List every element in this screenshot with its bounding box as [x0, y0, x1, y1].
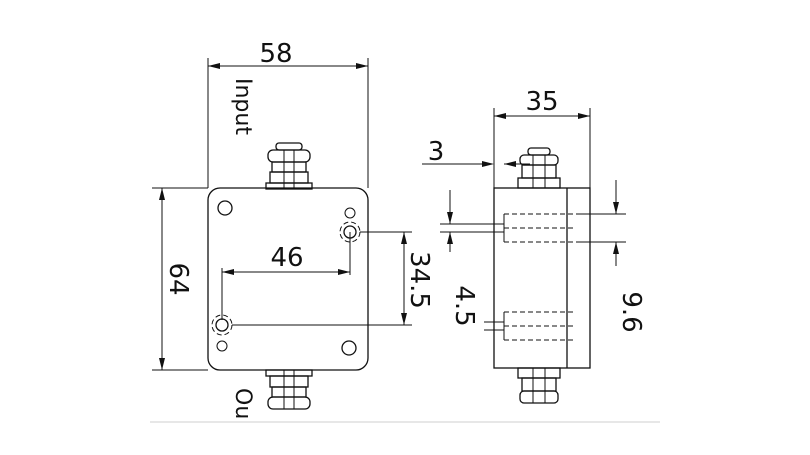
dimension-hole-spacing-y-label: 34.5 — [404, 251, 434, 309]
mount-hole-bottom-right — [341, 340, 357, 356]
dimension-width-label: 58 — [259, 39, 292, 69]
side-lower-boss-hidden — [484, 311, 576, 341]
dimension-width-58: 58 — [207, 39, 369, 188]
dimension-hole-spacing-x-label: 46 — [270, 243, 303, 273]
mount-hole-top-left — [217, 200, 233, 216]
dimension-wall-3: 3 — [422, 137, 530, 167]
dimension-hole-spacing-y-34-5: 34.5 — [232, 231, 434, 326]
front-view: 58 Input 64 46 34.5 — [152, 39, 434, 419]
dimension-gland-offset-label: 4.5 — [449, 285, 479, 326]
dimension-depth-label: 35 — [525, 87, 558, 117]
side-view: 35 3 4.5 9.6 — [422, 87, 646, 404]
dimension-height-label: 64 — [163, 262, 193, 295]
dimension-gland-offset-4-5: 4.5 — [440, 190, 484, 327]
dimension-gland-height-9-6: 9.6 — [576, 180, 646, 333]
dimension-wall-label: 3 — [428, 137, 445, 167]
dimension-height-64: 64 — [152, 187, 208, 371]
side-bottom-gland — [517, 367, 561, 404]
dimension-depth-35: 35 — [493, 87, 591, 188]
side-upper-boss-hidden — [484, 213, 576, 243]
input-cable-gland — [265, 142, 313, 190]
mount-hole-bottom-left — [211, 314, 233, 352]
output-cable-gland — [265, 369, 313, 410]
dimension-hole-spacing-x-46: 46 — [221, 232, 351, 320]
input-label: Input — [230, 78, 255, 135]
side-top-gland — [517, 147, 561, 189]
side-enclosure-body — [493, 187, 591, 369]
output-label: Ou — [230, 388, 255, 419]
dimension-gland-height-label: 9.6 — [616, 291, 646, 332]
